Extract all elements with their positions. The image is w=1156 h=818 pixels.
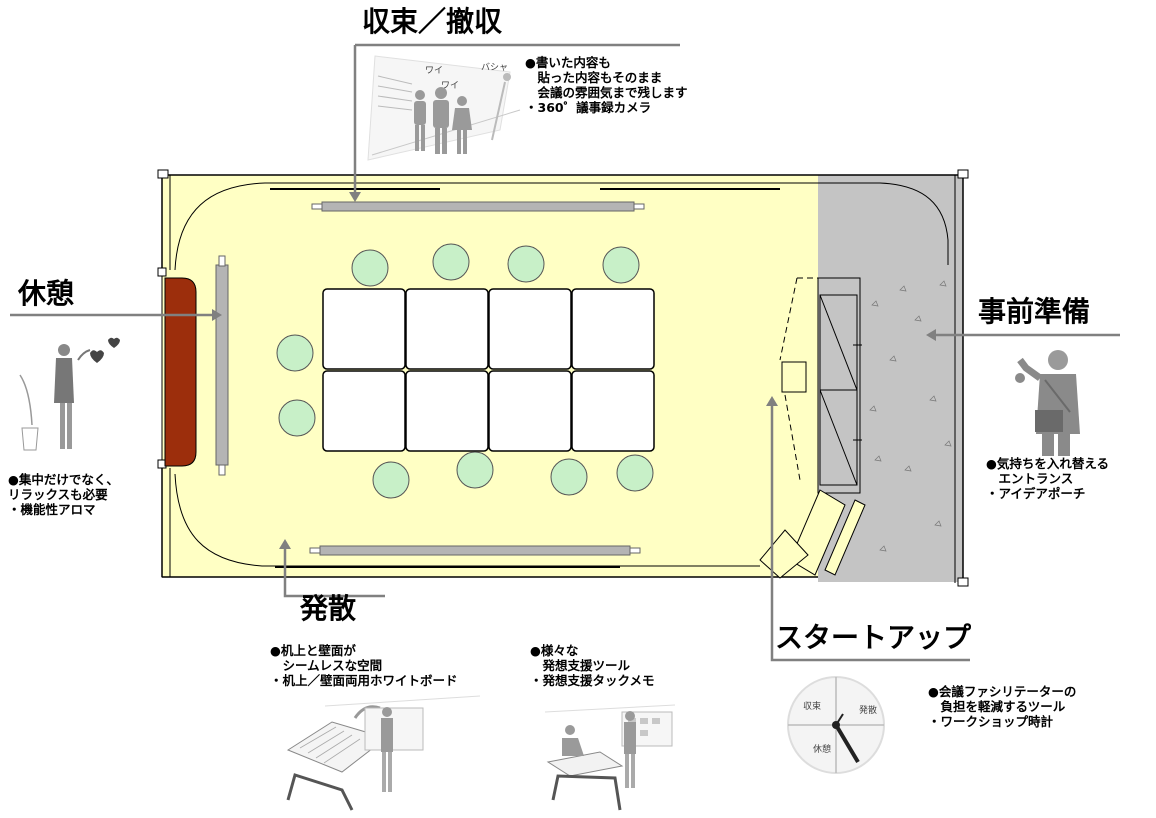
- rest-label: 休憩: [18, 277, 75, 310]
- prep-note-line: エントランス: [986, 471, 1074, 486]
- rest-note-line: リラックスも必要: [8, 487, 108, 502]
- rest-note-line: ・機能性アロマ: [8, 502, 96, 517]
- rest-note-line: ●集中だけでなく、: [8, 472, 119, 487]
- tackmemo-sketch: [544, 704, 676, 811]
- clock-quadrant-converge: 収束: [803, 700, 821, 712]
- rest-person-sketch: [19, 337, 120, 451]
- diverge-note-line: シームレスな空間: [270, 658, 383, 673]
- rest-note: ●集中だけでなく、 リラックスも必要 ・機能性アロマ: [8, 472, 119, 517]
- sound-label-3: バシャ: [481, 62, 508, 73]
- diverge-label: 発散: [300, 592, 357, 625]
- entrance-shelves: [759, 277, 866, 579]
- prep-note: ●気持ちを入れ替える エントランス ・アイデアポーチ: [986, 456, 1109, 501]
- startup-note-line: ・ワークショップ時計: [928, 714, 1054, 729]
- pointer-lines: [10, 43, 1120, 662]
- diverge-note-1: ●机上と壁面が シームレスな空間 ・机上／壁面両用ホワイトボード: [270, 643, 458, 688]
- startup-note-line: ●会議ファシリテーターの: [928, 684, 1077, 699]
- clock-quadrant-diverge: 発散: [859, 704, 877, 716]
- converge-note-line: 貼った内容もそのまま: [525, 70, 663, 85]
- diverge-note-line: ・発想支援タックメモ: [530, 673, 655, 688]
- entrance-speckles: [869, 280, 952, 552]
- clock-quadrant-rest: 休憩: [813, 743, 831, 755]
- converge-note: ●書いた内容も 貼った内容もそのまま 会議の雰囲気まで残します ・360゜議事録…: [525, 55, 688, 115]
- chairs: [276, 243, 654, 499]
- sofa: [164, 277, 197, 467]
- prep-label: 事前準備: [978, 295, 1091, 328]
- startup-label: スタートアップ: [775, 621, 972, 654]
- converge-note-line: ・360゜議事録カメラ: [525, 100, 652, 115]
- camera-sketch: ワイ ワイ バシャ: [367, 55, 521, 161]
- whiteboard-top: [311, 201, 645, 212]
- sound-label-2: ワイ: [441, 81, 459, 91]
- diverge-note-line: ●机上と壁面が: [270, 643, 356, 658]
- whiteboard-left: [215, 255, 229, 476]
- startup-note: ●会議ファシリテーターの 負担を軽減するツール ・ワークショップ時計: [928, 684, 1076, 729]
- curtain-line: [174, 182, 949, 271]
- diverge-note-line: 発想支援ツール: [530, 658, 631, 673]
- converge-note-line: 会議の雰囲気まで残します: [525, 85, 688, 100]
- diverge-note-line: ●様々な: [530, 643, 579, 658]
- workshop-clock: 収束 発散 休憩: [787, 676, 885, 774]
- converge-label: 収束／撤収: [362, 5, 503, 38]
- prep-note-line: ●気持ちを入れ替える: [986, 456, 1110, 471]
- startup-note-line: 負担を軽減するツール: [928, 699, 1066, 714]
- diverge-note-line: ・机上／壁面両用ホワイトボード: [270, 673, 458, 688]
- sound-label-1: ワイ: [425, 66, 443, 76]
- converge-note-line: ●書いた内容も: [525, 55, 611, 70]
- whiteboard-table-sketch: [286, 695, 481, 811]
- businessman-sketch: [1015, 350, 1080, 456]
- diverge-note-2: ●様々な 発想支援ツール ・発想支援タックメモ: [530, 643, 655, 688]
- prep-note-line: ・アイデアポーチ: [986, 486, 1086, 501]
- whiteboard-bottom: [309, 545, 641, 556]
- table-grid: [322, 288, 655, 452]
